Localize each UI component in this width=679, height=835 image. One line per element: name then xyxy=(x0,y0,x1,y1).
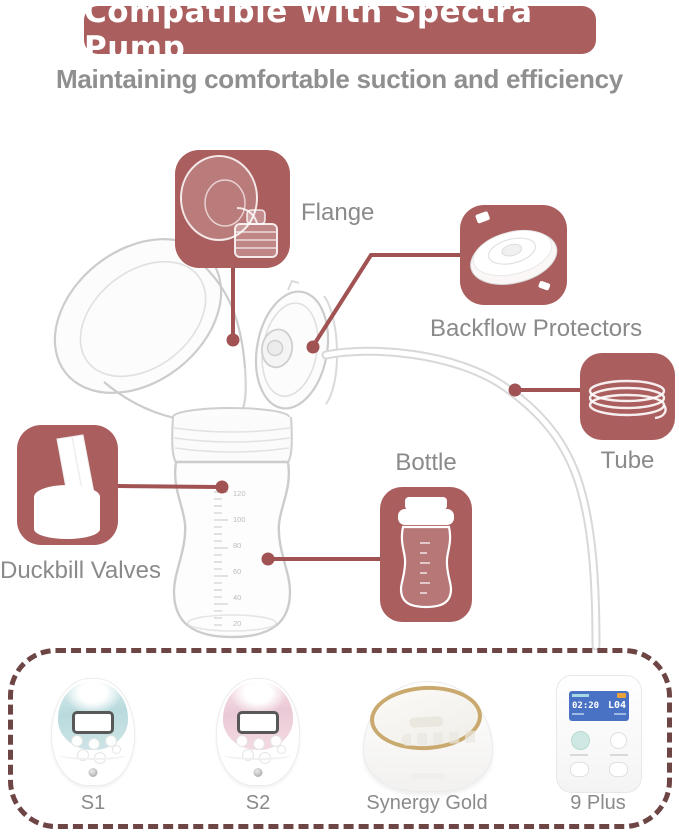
9plus-mode-button xyxy=(610,732,627,749)
bottle-part-image xyxy=(398,497,454,609)
duckbill-part-image xyxy=(34,434,100,539)
bottle-collar-illustration xyxy=(171,407,293,463)
flange-label: Flange xyxy=(301,199,375,226)
bottle-callout-box xyxy=(380,487,472,622)
svg-text:40: 40 xyxy=(233,593,241,602)
svg-text:60: 60 xyxy=(233,567,241,576)
pump-synergy-gold-image xyxy=(363,681,493,792)
pump-synergy-gold-label: Synergy Gold xyxy=(366,792,488,814)
9plus-screen-label xyxy=(614,713,626,715)
9plus-button-label xyxy=(610,754,628,756)
s2-button xyxy=(270,735,282,747)
page-subtitle: Maintaining comfortable suction and effi… xyxy=(56,64,623,94)
backflow-part-image xyxy=(470,211,558,291)
tube-callout-dot xyxy=(508,383,522,397)
9plus-minus-button xyxy=(570,762,589,777)
duckbill-callout-line xyxy=(117,484,219,489)
pump-9plus-label: 9 Plus xyxy=(570,792,626,814)
svg-text:120: 120 xyxy=(233,489,246,498)
backflow-callout-dot xyxy=(306,340,320,354)
synergy-gold-slot xyxy=(411,773,445,779)
flange-callout-dot xyxy=(226,333,240,347)
svg-text:100: 100 xyxy=(233,515,246,524)
9plus-plus-button xyxy=(609,762,628,777)
9plus-battery-icon xyxy=(617,693,626,698)
flange-part-image xyxy=(180,155,278,258)
pump-s1-label: S1 xyxy=(80,792,106,814)
9plus-screen-label xyxy=(572,713,584,715)
9plus-screen-time: 02:20 xyxy=(572,701,600,711)
duckbill-label: Duckbill Valves xyxy=(0,557,161,584)
pump-9plus-image: 02:20 L04 xyxy=(556,675,642,793)
9plus-screen-level: L04 xyxy=(607,700,626,711)
s2-power-dot xyxy=(253,768,263,777)
flange-callout-box xyxy=(175,150,290,268)
svg-text:20: 20 xyxy=(233,619,241,628)
synergy-gold-display xyxy=(408,716,444,728)
s1-screen xyxy=(72,711,114,734)
bottle-label: Bottle xyxy=(395,449,457,476)
title-banner: Compatible With Spectra Pump xyxy=(84,0,596,66)
svg-text:80: 80 xyxy=(233,541,241,550)
9plus-screen-status-bar xyxy=(572,694,589,697)
s1-button xyxy=(71,735,83,747)
backflow-protector-illustration xyxy=(254,279,339,410)
s1-base-seam xyxy=(59,750,127,760)
pump-s2-image xyxy=(216,678,300,786)
s1-button xyxy=(88,738,100,750)
duckbill-callout-box xyxy=(17,425,118,545)
backflow-callout-box xyxy=(460,205,567,305)
bottle-illustration: 120 100 80 60 40 20 xyxy=(172,460,292,639)
9plus-screen: 02:20 L04 xyxy=(569,691,629,721)
backflow-label: Backflow Protectors xyxy=(430,315,643,342)
backflow-callout-line xyxy=(313,253,460,345)
9plus-button-label xyxy=(570,754,588,756)
tube-callout-box xyxy=(580,353,675,440)
tube-label: Tube xyxy=(600,447,655,474)
pump-s2-label: S2 xyxy=(245,792,271,814)
bottle-callout-dot xyxy=(261,552,275,566)
s2-button xyxy=(236,735,248,747)
bottle-scale-numbers: 120 100 80 60 40 20 xyxy=(233,489,246,628)
tube-part-image xyxy=(588,379,667,420)
s2-screen xyxy=(237,711,279,734)
compatible-pumps-box xyxy=(8,648,672,829)
page-title: Compatible With Spectra Pump xyxy=(84,0,533,66)
s1-button xyxy=(105,735,117,747)
s2-button xyxy=(253,738,265,750)
pump-s1-image xyxy=(51,678,135,786)
s2-base-seam xyxy=(224,750,292,760)
s1-power-dot xyxy=(88,768,98,777)
9plus-power-button xyxy=(571,731,590,750)
tube-illustration xyxy=(321,346,601,651)
duckbill-callout-dot xyxy=(215,480,229,494)
